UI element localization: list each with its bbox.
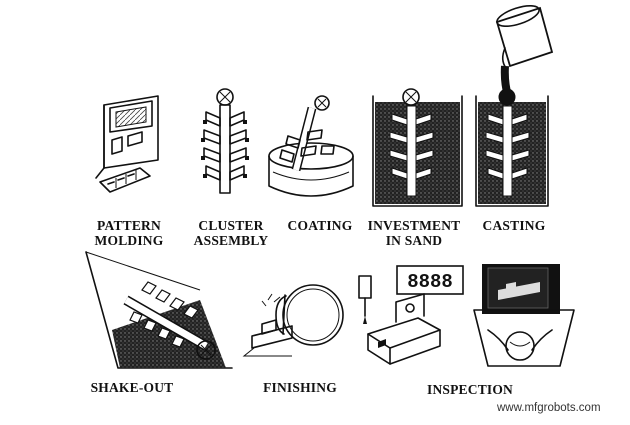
caption-line: FINISHING [263,380,337,395]
watermark: www.mfgrobots.com [497,402,601,414]
casting-illustration [475,4,554,207]
caption-line: IN SAND [385,233,443,248]
caption-line: ASSEMBLY [193,233,269,248]
caption-line: SHAKE-OUT [90,380,174,395]
caption-coating: COATING [282,218,358,233]
caption-line: INVESTMENT [367,218,461,233]
inspection-illustration: 8888 [358,264,575,367]
caption-line: CLUSTER [198,218,264,233]
coating-illustration [268,95,354,197]
investment-illustration [372,88,463,207]
caption-line: CASTING [482,218,546,233]
caption-casting: CASTING [476,218,552,233]
caption-line: INSPECTION [426,382,514,397]
cluster-assembly-illustration [201,88,249,194]
shake-out-illustration [85,251,233,369]
caption-shake-out: SHAKE-OUT [82,380,182,395]
digital-display-icon: 8888 [396,265,464,295]
caption-cluster-assembly: CLUSTER ASSEMBLY [186,218,276,248]
inspector-with-monitor [473,264,575,367]
caption-pattern-molding: PATTERN MOLDING [90,218,168,248]
finishing-illustration [242,284,344,357]
caption-line: COATING [287,218,353,233]
caption-line: MOLDING [94,233,164,248]
caption-finishing: FINISHING [256,380,344,395]
caption-inspection: INSPECTION [420,382,520,397]
caption-investment-in-sand: INVESTMENT IN SAND [362,218,466,248]
caption-line: PATTERN [97,218,161,233]
ladle-icon [495,4,554,69]
pattern-molding-illustration [95,95,159,193]
display-readout: 8888 [407,271,453,293]
